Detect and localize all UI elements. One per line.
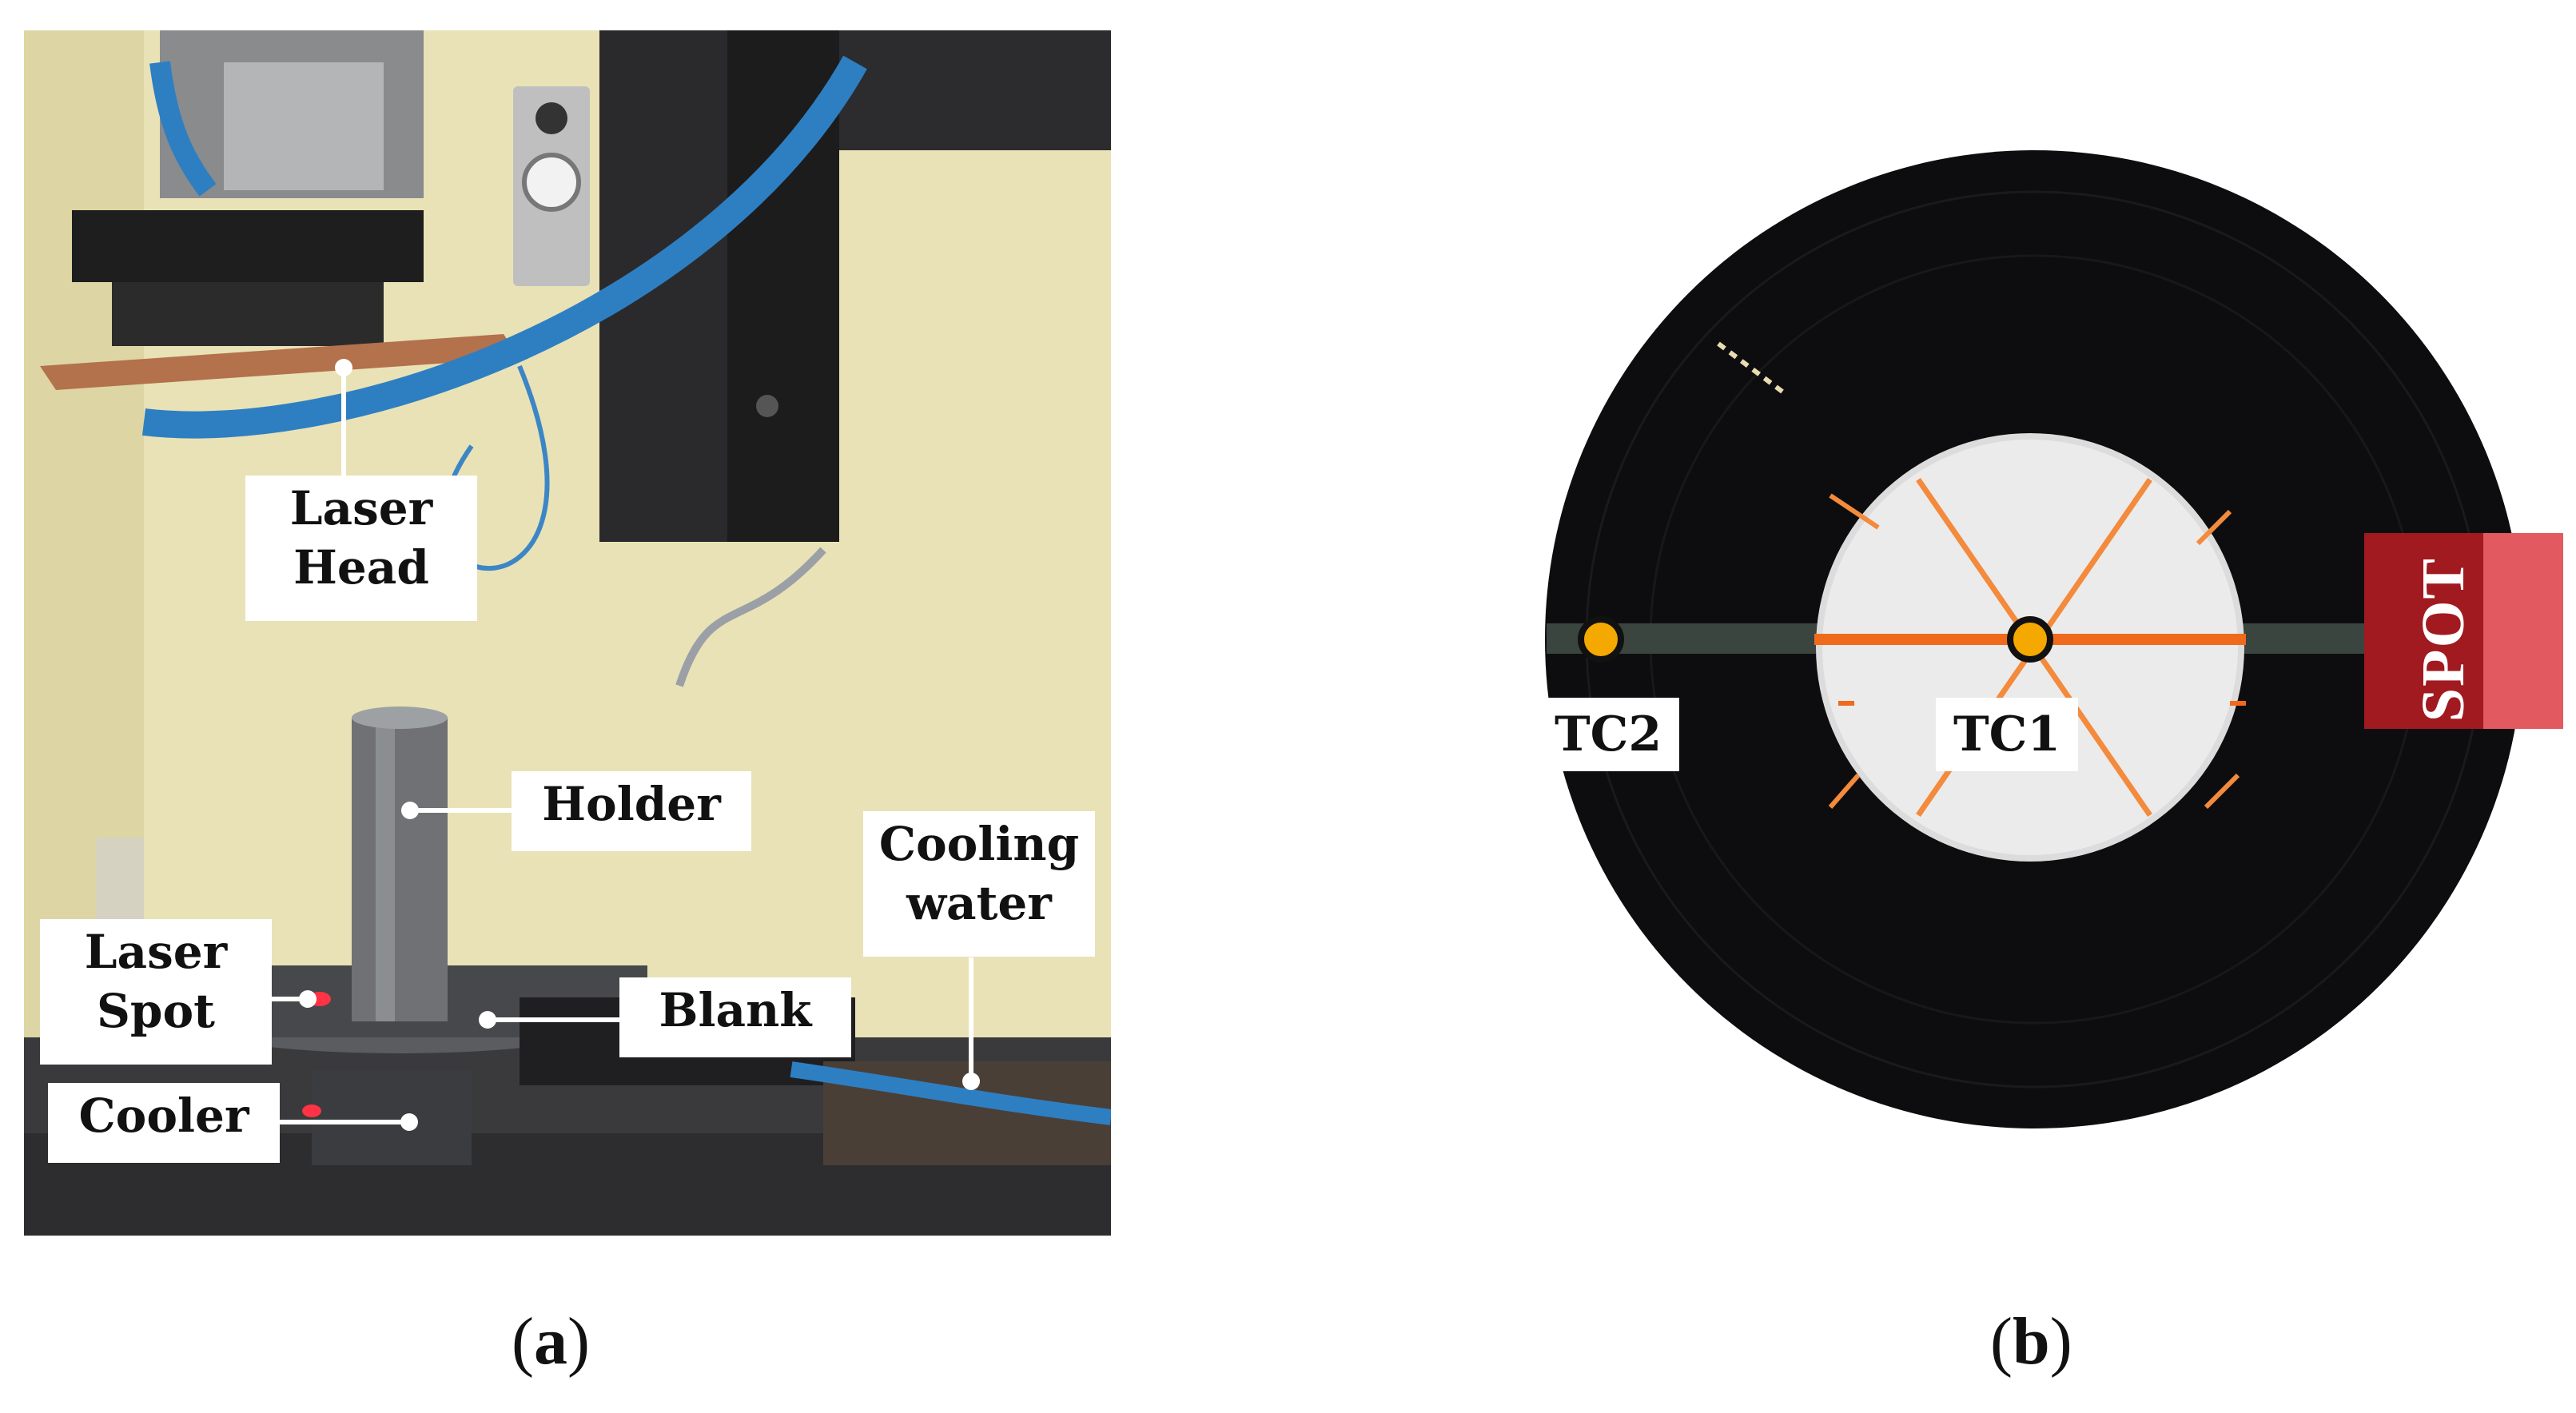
tc2-label: TC2 xyxy=(1537,698,1680,771)
caption-b-letter: b xyxy=(2012,1304,2050,1379)
tc1-marker xyxy=(2007,616,2053,663)
caption-a: (a) xyxy=(512,1304,590,1379)
marker-laser-spot xyxy=(299,990,317,1008)
spot-label: SPOT xyxy=(2409,556,2477,722)
label-laser-head: Laser Head xyxy=(245,476,477,621)
marker-laser-head xyxy=(335,359,352,376)
leader-cooling-water xyxy=(969,957,973,1081)
tc2-marker xyxy=(1578,616,1624,663)
leader-holder xyxy=(410,808,514,813)
leader-laser-spot xyxy=(272,997,304,1001)
marker-cooler xyxy=(400,1113,418,1131)
marker-blank xyxy=(479,1011,496,1029)
leader-blank xyxy=(488,1017,619,1022)
label-holder: Holder xyxy=(512,771,751,851)
caption-b: (b) xyxy=(1990,1304,2072,1379)
label-laser-spot: Laser Spot xyxy=(40,919,272,1065)
leader-cooler xyxy=(277,1120,409,1124)
caption-a-letter: a xyxy=(533,1304,567,1379)
spot-marker xyxy=(2364,533,2563,729)
marker-cooling-water xyxy=(962,1073,980,1090)
spot-marker-edge xyxy=(2483,533,2563,729)
marker-holder xyxy=(401,802,419,819)
tc1-label: TC1 xyxy=(1936,698,2079,771)
leader-laser-head xyxy=(341,364,346,476)
label-cooler: Cooler xyxy=(48,1083,280,1163)
label-blank: Blank xyxy=(619,977,851,1057)
label-cooling-water: Cooling water xyxy=(863,811,1095,957)
